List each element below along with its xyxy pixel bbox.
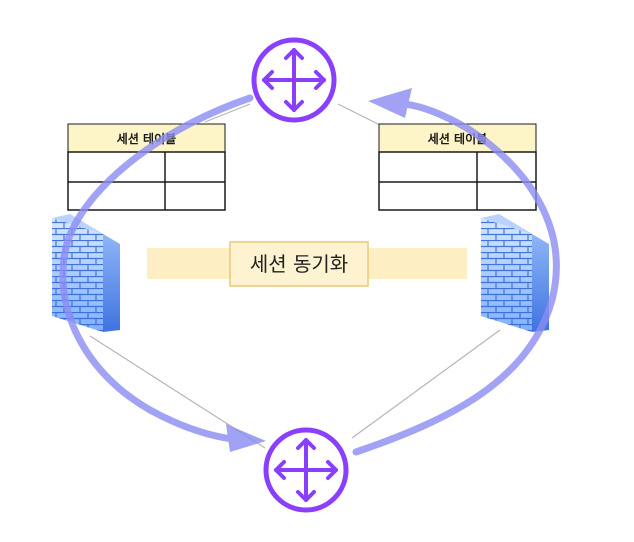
session-table-right-header bbox=[378, 123, 537, 153]
flow-arrow-left-path bbox=[59, 94, 254, 444]
flow-arrow-left-head bbox=[226, 424, 266, 452]
router-top-icon bbox=[251, 37, 337, 123]
session-sync-box bbox=[229, 241, 369, 287]
link-bottom-right bbox=[351, 329, 501, 439]
flow-arrows bbox=[59, 88, 560, 456]
flow-arrow-right-path bbox=[352, 100, 560, 456]
firewall-right-icon bbox=[481, 214, 549, 332]
link-top-right bbox=[337, 103, 381, 126]
session-sync-text: 세션 동기화 bbox=[250, 252, 348, 276]
flow-arrow-right-head bbox=[368, 88, 412, 118]
session-sync-label: 세션 동기화 bbox=[229, 241, 369, 287]
router-bottom-icon bbox=[263, 427, 349, 513]
link-top-left bbox=[204, 103, 251, 123]
